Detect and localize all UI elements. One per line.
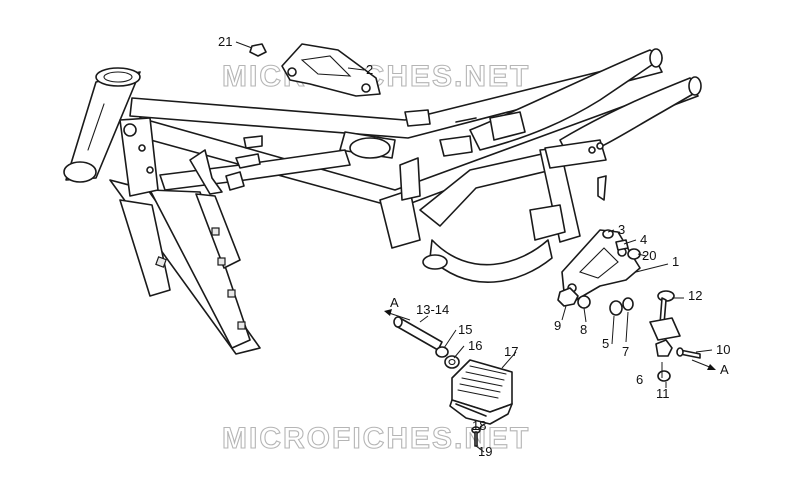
callout-13-14: 13-14 [416,302,449,317]
callout-12: 12 [688,288,702,303]
callout-15: 15 [458,322,472,337]
callout-17: 17 [504,344,518,359]
callout-18: 18 [472,418,486,433]
tube-end-left [649,48,663,68]
callout-5: 5 [602,336,609,351]
callout-11: 11 [656,386,670,401]
part-21-bolt [249,43,267,57]
part-19-screw [471,426,481,447]
callout-4: 4 [640,232,647,247]
tab-b [439,135,473,157]
arrow-label-a-right: A [720,362,729,377]
parts-8-9-nuts [557,287,591,309]
callout-19: 19 [478,444,492,459]
parts-6-11-hardware [655,339,673,382]
steering-head [63,67,141,183]
callout-9: 9 [554,318,561,333]
parts-5-7-spacers [609,297,634,316]
tube-end-right [688,76,702,96]
callout-2: 2 [366,62,373,77]
motorcycle-frame [63,48,702,355]
callout-labels: 21 2 3 4 20 1 12 10 5 7 6 11 8 9 13-14 1… [218,34,730,459]
part-2-bracket [281,43,381,97]
part-18-footpeg-base [449,399,513,425]
parts-15-16-washers [435,346,460,369]
part-10-screw [676,347,701,359]
callout-8: 8 [580,322,587,337]
arrow-a-right: A [691,359,729,377]
callout-6: 6 [636,372,643,387]
part-1-footrest-plate [561,229,641,301]
callout-1: 1 [672,254,679,269]
leader-lines [235,41,713,453]
down-tube-gusset [119,199,171,297]
part-13-14-pivot-pin [393,316,443,351]
callout-10: 10 [716,342,730,357]
arrow-label-a-left: A [390,295,399,310]
rear-cradle-loop [429,239,553,284]
head-bracket [119,117,159,197]
arrow-a-left: A [384,295,411,321]
tab-a [404,109,431,127]
part-12-pin [649,290,681,341]
callout-3: 3 [618,222,625,237]
down-tube-rear [149,189,251,349]
footrest-mount [529,204,566,241]
callout-16: 16 [468,338,482,353]
callout-7: 7 [622,344,629,359]
callout-20: 20 [642,248,656,263]
callout-21: 21 [218,34,232,49]
upper-backbone [129,57,663,139]
